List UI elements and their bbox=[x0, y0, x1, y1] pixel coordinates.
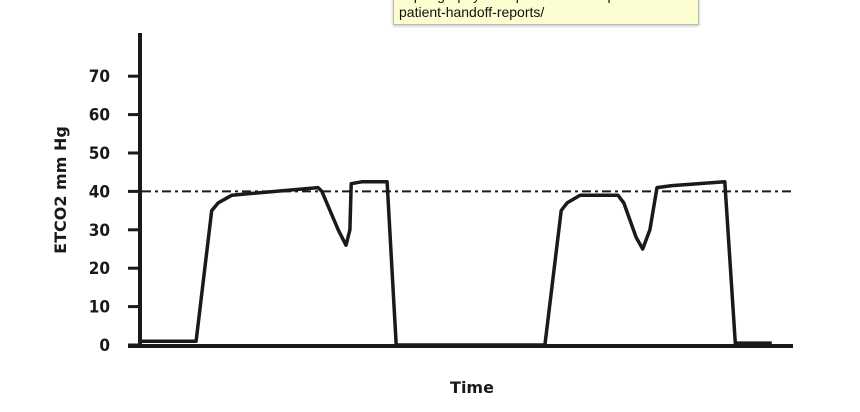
y-tick-label-60: 60 bbox=[89, 106, 110, 126]
y-tick-label-70: 70 bbox=[89, 67, 110, 87]
url-tooltip: capnography-best-practices-to-improve pa… bbox=[393, 0, 699, 25]
y-tick-label-30: 30 bbox=[89, 221, 110, 241]
etco2-waveform bbox=[142, 180, 772, 347]
tooltip-line-1: capnography-best-practices-to-improve bbox=[399, 0, 693, 4]
x-axis-title: Time bbox=[450, 378, 494, 397]
y-tick-label-20: 20 bbox=[89, 259, 110, 279]
y-axis-title: ETCO2 mm Hg bbox=[51, 126, 70, 254]
tooltip-line-2: patient-handoff-reports/ bbox=[399, 4, 545, 20]
y-tick-label-0: 0 bbox=[99, 336, 110, 356]
y-tick-label-50: 50 bbox=[89, 144, 110, 164]
y-tick-label-10: 10 bbox=[89, 298, 110, 318]
y-tick-label-40: 40 bbox=[89, 182, 110, 202]
